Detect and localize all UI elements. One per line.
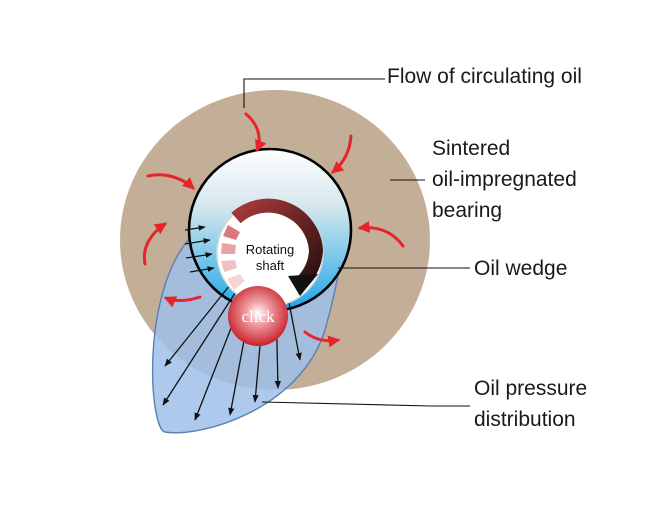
rotation-arrow bbox=[231, 198, 324, 287]
label-flow-of-oil: Flow of circulating oil bbox=[387, 65, 582, 88]
rotation-arrowhead bbox=[288, 274, 318, 296]
label-pressure-line2: distribution bbox=[474, 408, 576, 431]
label-sintered-line1: Sintered bbox=[432, 137, 511, 160]
shaft-label-line2: shaft bbox=[256, 258, 285, 273]
label-sintered-line3: bearing bbox=[432, 199, 503, 222]
shaft-segments bbox=[221, 225, 245, 290]
leader-lines bbox=[243, 78, 470, 407]
click-button[interactable]: click bbox=[228, 286, 288, 346]
oil-wedge-arrows bbox=[184, 225, 215, 273]
shaft-label-line1: Rotating bbox=[246, 242, 294, 257]
label-oil-wedge: Oil wedge bbox=[474, 257, 568, 280]
label-oil-pressure: Oil pressure distribution bbox=[474, 373, 587, 435]
label-sintered-bearing: Sintered oil-impregnated bearing bbox=[432, 133, 577, 226]
circulation-arrows bbox=[142, 112, 405, 348]
label-pressure-line1: Oil pressure bbox=[474, 377, 588, 400]
click-label: click bbox=[241, 307, 275, 326]
label-sintered-line2: oil-impregnated bbox=[432, 168, 577, 191]
